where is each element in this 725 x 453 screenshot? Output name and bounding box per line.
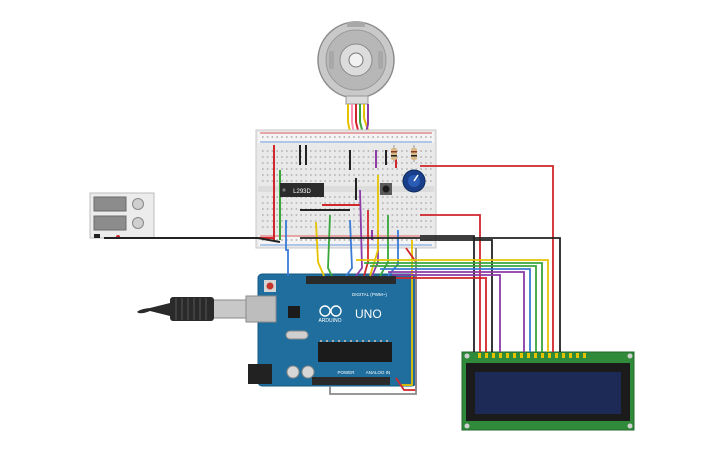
- usb-cable-icon: [137, 297, 247, 321]
- analog-header-label: ANALOG IN: [366, 370, 391, 375]
- l293d-chip[interactable]: L293D: [280, 183, 324, 197]
- arduino-brand: ARDUINO: [318, 318, 341, 324]
- power-header-label: POWER: [337, 370, 355, 375]
- resistors: [391, 145, 417, 162]
- breadboard-jumpers: [273, 145, 397, 240]
- arduino-uno-board[interactable]: ARDUINO UNO DIGITAL (PWM~) POWER ANALOG …: [245, 273, 417, 387]
- potentiometer-icon[interactable]: [402, 169, 426, 193]
- battery-pack[interactable]: [89, 192, 155, 239]
- stepper-motor-icon[interactable]: [317, 21, 395, 105]
- lcd-module[interactable]: [461, 351, 635, 431]
- connection-wires: [285, 165, 561, 395]
- digital-header-label: DIGITAL (PWM~): [352, 292, 387, 297]
- chip-label: L293D: [293, 189, 311, 195]
- arduino-model: UNO: [355, 307, 382, 321]
- battery-wires: [104, 237, 281, 243]
- push-button-icon[interactable]: [380, 183, 392, 195]
